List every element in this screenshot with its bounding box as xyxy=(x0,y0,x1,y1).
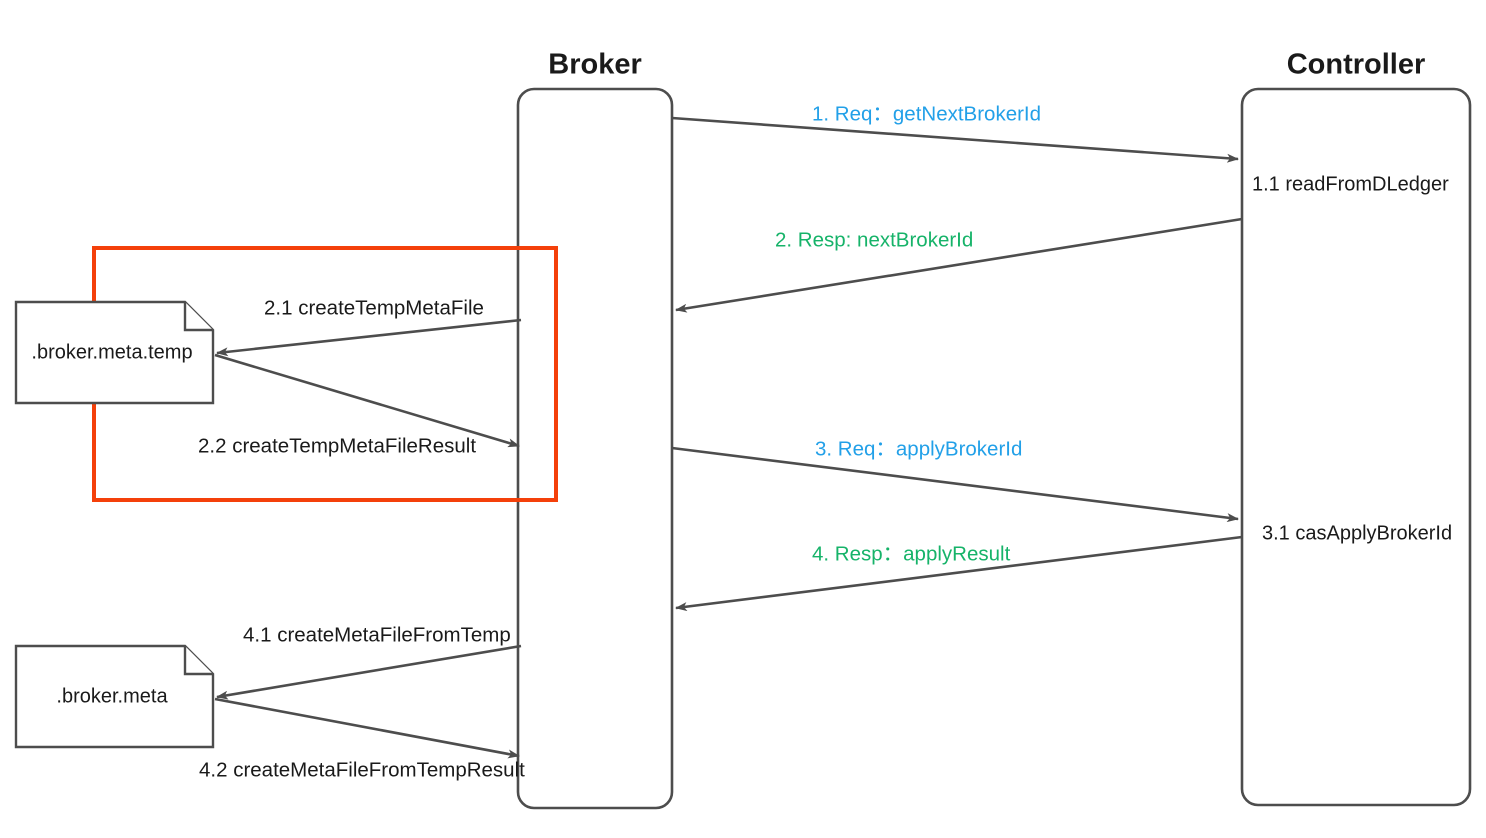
note-label-broker-meta: .broker.meta xyxy=(56,685,168,707)
actor-title-broker: Broker xyxy=(548,49,642,81)
message-arrow-3 xyxy=(671,446,1239,523)
note-label-broker-meta-temp: .broker.meta.temp xyxy=(31,341,192,363)
message-label-1: 1. Req：getNextBrokerId xyxy=(812,102,1041,125)
message-arrow-4-2 xyxy=(214,697,520,759)
message-arrow-4-1 xyxy=(216,644,522,700)
message-label-2-2: 2.2 createTempMetaFileResult xyxy=(198,434,476,457)
message-arrow-2-2 xyxy=(214,353,520,448)
message-label-3: 3. Req：applyBrokerId xyxy=(815,437,1022,460)
internal-action-label-3-1: 3.1 casApplyBrokerId xyxy=(1262,522,1452,544)
message-label-4-2: 4.2 createMetaFileFromTempResult xyxy=(199,758,525,781)
note-broker-meta[interactable] xyxy=(14,644,215,749)
message-arrow-2 xyxy=(675,217,1243,313)
message-label-4-1: 4.1 createMetaFileFromTemp xyxy=(243,623,511,646)
lifeline-controller[interactable] xyxy=(1240,87,1472,807)
note-broker-meta-temp[interactable] xyxy=(14,300,215,405)
note-fold-broker-meta xyxy=(183,646,213,676)
message-label-4: 4. Resp：applyResult xyxy=(812,542,1011,565)
lifeline-broker[interactable] xyxy=(516,87,674,810)
message-arrow-4 xyxy=(675,535,1243,612)
actor-title-controller: Controller xyxy=(1287,49,1426,81)
internal-action-label-1-1: 1.1 readFromDLedger xyxy=(1252,173,1449,195)
message-arrow-2-1 xyxy=(216,318,522,357)
message-arrow-1 xyxy=(671,116,1239,163)
note-fold-broker-meta-temp xyxy=(183,302,213,332)
message-label-2-1: 2.1 createTempMetaFile xyxy=(264,296,484,319)
message-label-2: 2. Resp: nextBrokerId xyxy=(775,228,973,251)
